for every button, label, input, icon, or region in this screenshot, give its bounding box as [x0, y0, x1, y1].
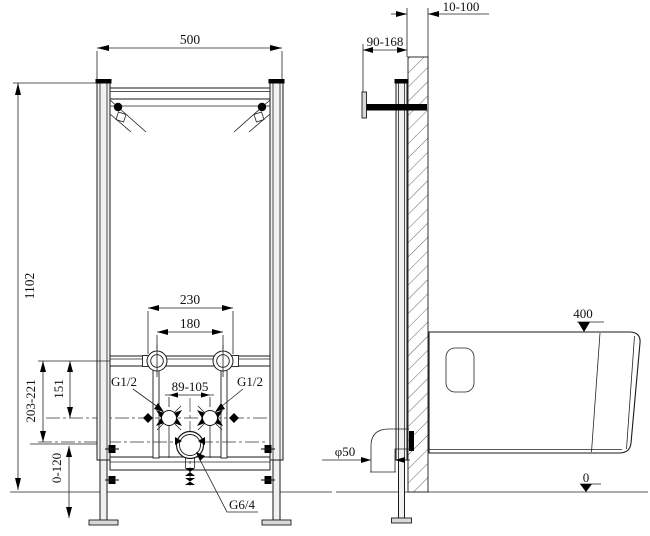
dim-151-label: 151 — [51, 379, 66, 399]
dim-depth-range: 90-168 — [362, 34, 407, 92]
level-marker-0: 0 — [580, 470, 601, 492]
dim-supply-height: 151 — [51, 361, 73, 418]
side-post — [395, 82, 408, 461]
dim-89-105-label: 89-105 — [172, 379, 209, 394]
side-post-cap — [394, 79, 409, 84]
bowl-opening — [445, 347, 475, 393]
pipe-connector-marks — [143, 413, 239, 423]
dim-10-100-label: 10-100 — [443, 0, 480, 14]
top-rail — [109, 87, 271, 100]
left-leg — [99, 459, 108, 521]
corner-gusset-left — [109, 99, 147, 133]
dim-height-label: 1102 — [22, 273, 37, 300]
right-post — [269, 82, 284, 461]
anchor-bolt — [366, 104, 427, 111]
toilet-bowl — [428, 331, 641, 454]
dim-0-120-label: 0-120 — [49, 453, 64, 483]
dim-phi50-label: φ50 — [335, 444, 356, 459]
front-view: 500 1102 230 180 89-105 — [13, 32, 292, 526]
dim-frame-height: 1102 — [13, 82, 97, 490]
lock-screw-marks — [105, 445, 275, 484]
right-foot-plate — [261, 519, 292, 526]
left-post-cap — [95, 79, 112, 84]
dim-bracket-spacing: 230 — [147, 292, 234, 354]
dim-230-label: 230 — [180, 292, 201, 307]
level-triangle-icon — [580, 484, 592, 492]
left-foot-plate — [88, 519, 119, 526]
svg-text:G1/2: G1/2 — [111, 374, 137, 389]
dim-drain-drop: 203-221 — [23, 360, 110, 442]
dim-rod-spacing: 180 — [156, 316, 224, 349]
dim-foot-range: 0-120 — [30, 443, 97, 518]
mount-rod-left — [146, 345, 168, 377]
dim-frame-width: 500 — [96, 32, 283, 79]
dim-203-221-label: 203-221 — [23, 379, 38, 422]
level-400-label: 400 — [573, 306, 593, 321]
side-view: 10-100 90-168 400 0 φ50 — [322, 0, 641, 524]
side-leg — [398, 459, 405, 519]
level-0-label: 0 — [583, 470, 590, 485]
dim-90-168-label: 90-168 — [367, 34, 404, 49]
mid-rail — [109, 355, 271, 367]
drain-socket — [175, 430, 205, 485]
mount-rod-right — [212, 345, 234, 377]
corner-gusset-right — [233, 99, 271, 133]
inner-bar-right — [220, 365, 228, 459]
dim-finish-gap: 10-100 — [391, 0, 489, 57]
label-drain: G6/4 — [196, 452, 258, 513]
anchor-plate — [361, 91, 367, 119]
label-supply-right: G1/2 — [215, 374, 263, 412]
right-leg — [272, 459, 281, 521]
side-foot-plate — [391, 517, 412, 524]
svg-text:G1/2: G1/2 — [237, 374, 263, 389]
drain-wall-socket — [409, 431, 414, 451]
right-post-cap — [268, 79, 285, 84]
label-supply-left: G1/2 — [111, 374, 164, 412]
level-marker-400: 400 — [573, 306, 604, 332]
level-triangle-icon — [578, 322, 590, 332]
dim-drain-diameter: φ50 — [322, 444, 410, 463]
dim-width-label: 500 — [180, 32, 201, 47]
dim-180-label: 180 — [180, 316, 201, 331]
gusset-bolt-icon — [113, 102, 123, 112]
svg-text:G6/4: G6/4 — [229, 497, 256, 512]
wall-hatch — [407, 56, 429, 493]
gusset-bolt-icon — [257, 102, 267, 112]
drain-elbow — [370, 428, 414, 473]
left-post — [96, 82, 111, 461]
dim-supply-spacing: 89-105 — [165, 379, 214, 407]
